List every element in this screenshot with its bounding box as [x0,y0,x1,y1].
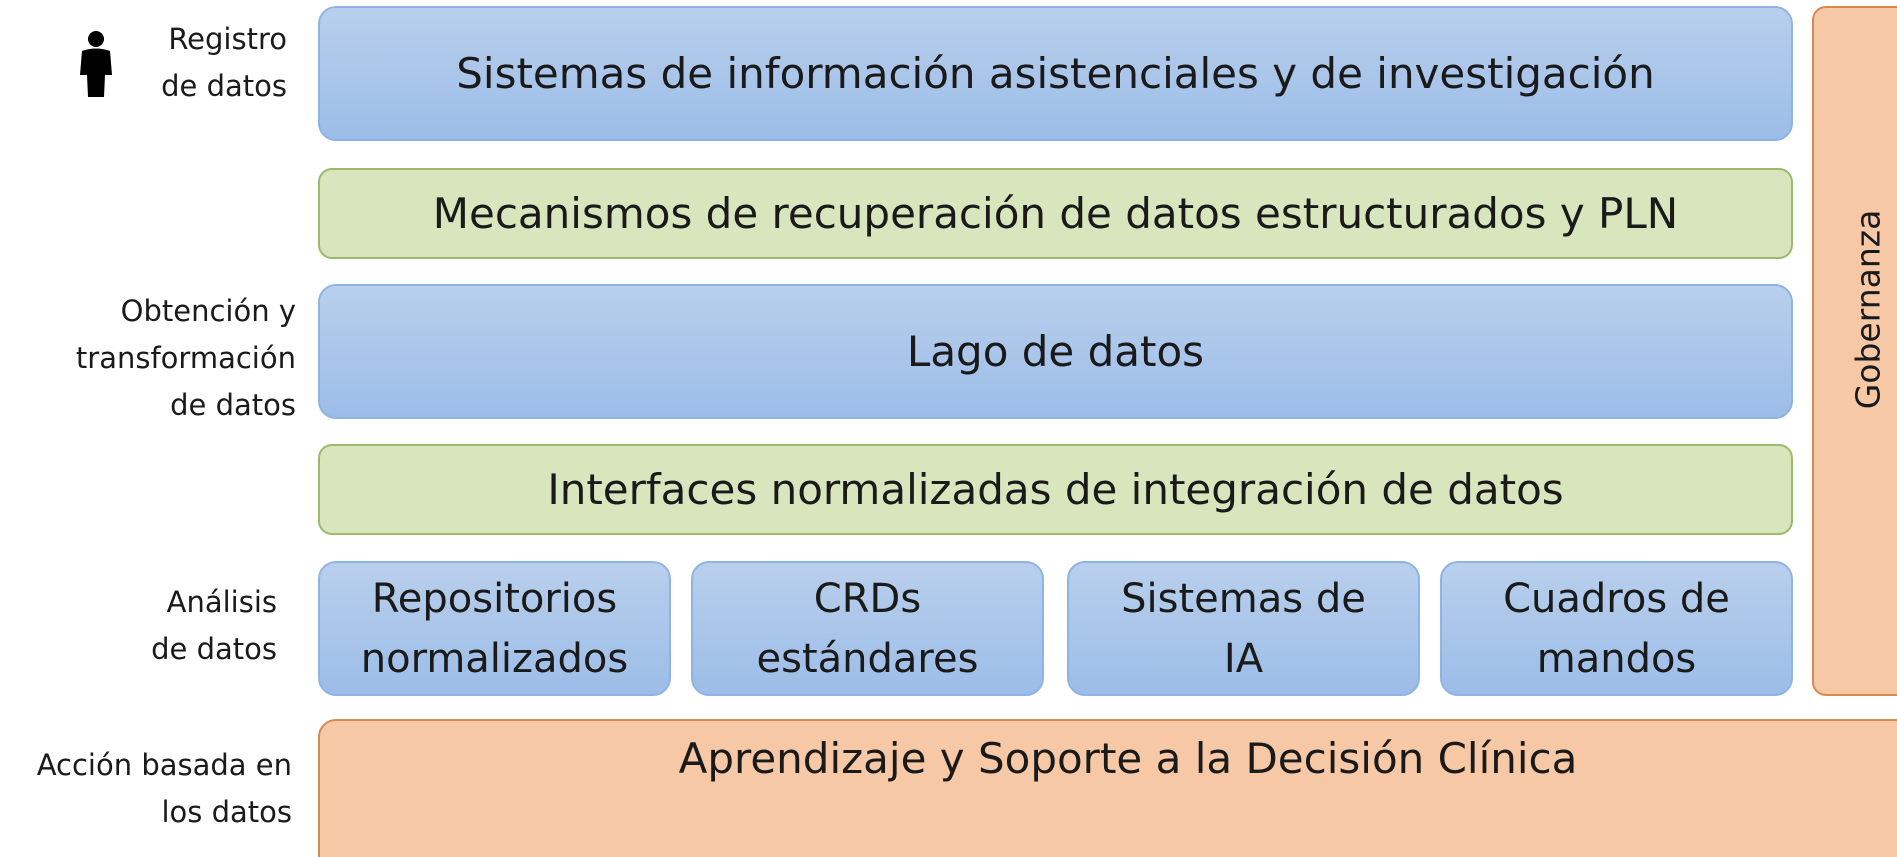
layer-aprendizaje-soporte-decision: Aprendizaje y Soporte a la Decisión Clín… [318,719,1897,857]
layer-mecanismos-recuperacion: Mecanismos de recuperación de datos estr… [318,168,1793,259]
label-analisis-de-datos: Análisis de datos [151,585,277,666]
box-repositorios-normalizados: Repositorios normalizados [318,561,671,696]
layer-sistemas-informacion: Sistemas de información asistenciales y … [318,6,1793,141]
label-obtencion-transformacion: Obtención y transformación de datos [75,294,296,422]
layer-lago-de-datos: Lago de datos [318,284,1793,419]
gobernanza-panel: Gobernanza [1812,6,1897,696]
box-crds-estandares: CRDs estándares [691,561,1044,696]
gobernanza-label: Gobernanza [1848,209,1888,409]
person-icon [80,31,112,97]
box-cuadros-de-mandos: Cuadros de mandos [1440,561,1793,696]
layer-interfaces-normalizadas: Interfaces normalizadas de integración d… [318,444,1793,535]
label-accion-basada-en-datos: Acción basada en los datos [36,748,292,829]
label-registro-de-datos: Registro de datos [161,22,287,103]
box-sistemas-de-ia: Sistemas de IA [1067,561,1420,696]
